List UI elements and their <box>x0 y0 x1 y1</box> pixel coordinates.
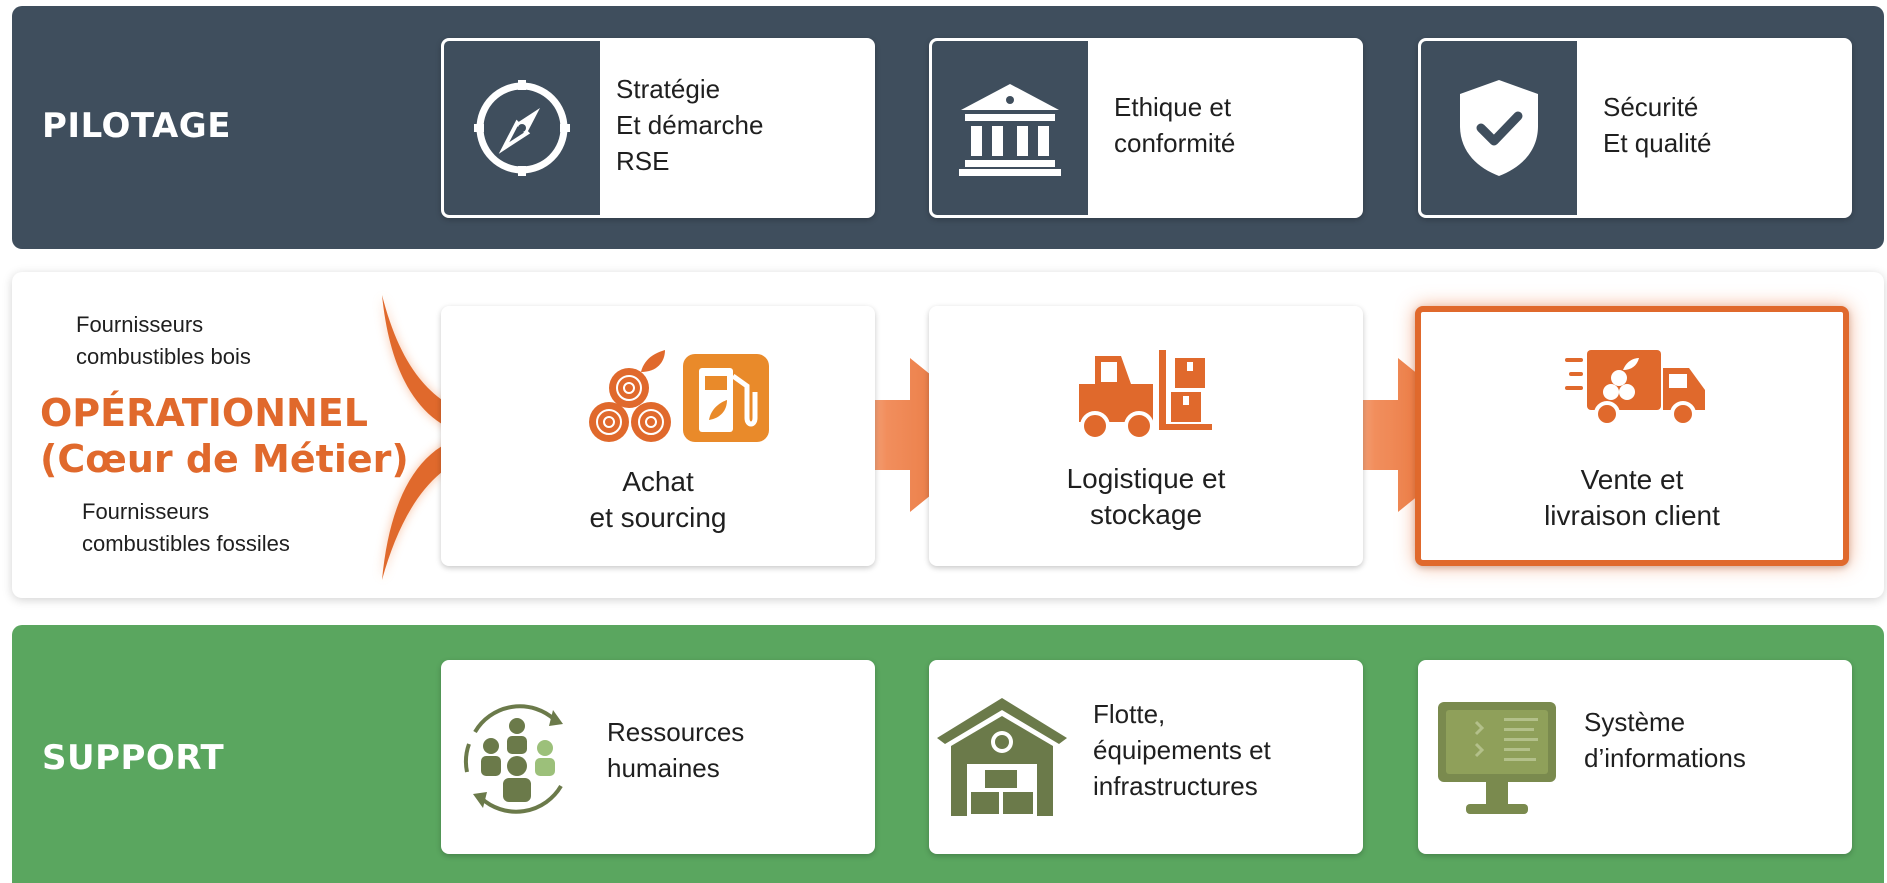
operational-title: OPÉRATIONNEL (Cœur de Métier) <box>40 391 409 481</box>
institution-icon <box>959 84 1061 176</box>
people-cycle-icon <box>463 704 563 814</box>
card-label: Logistique et stockage <box>1066 463 1226 530</box>
card-achat-sourcing[interactable]: Achat et sourcing <box>441 306 875 566</box>
card-logistique-stockage[interactable]: Logistique et stockage <box>929 306 1363 566</box>
card-label: Flotte, équipements et infrastructures <box>1093 699 1271 801</box>
card-label: Ethique et conformité <box>1114 92 1236 158</box>
wood-logs-fuel-pump-icon <box>589 350 769 442</box>
pilotage-title: PILOTAGE <box>42 106 231 146</box>
icon-panel <box>444 41 600 215</box>
card-ressources-humaines[interactable]: Ressources humaines <box>441 660 875 854</box>
card-strategie-rse[interactable]: Stratégie Et démarche RSE <box>441 38 875 218</box>
card-label: Système d’informations <box>1584 707 1746 773</box>
card-label: Sécurité Et qualité <box>1603 92 1712 158</box>
card-label: Ressources humaines <box>607 717 745 783</box>
supplier-wood-label: Fournisseurs combustibles bois <box>76 312 251 369</box>
delivery-truck-icon <box>1565 350 1705 427</box>
forklift-icon <box>1079 350 1212 441</box>
card-securite-qualite[interactable]: Sécurité Et qualité <box>1418 38 1852 218</box>
compass-icon <box>474 80 570 176</box>
card-label: Achat et sourcing <box>589 466 727 533</box>
card-flotte-equipements[interactable]: Flotte, équipements et infrastructures <box>929 660 1363 854</box>
support-title: SUPPORT <box>42 738 225 778</box>
card-ethique-conformite[interactable]: Ethique et conformité <box>929 38 1363 218</box>
card-vente-livraison[interactable]: Vente et livraison client <box>1415 306 1849 566</box>
card-label: Stratégie Et démarche RSE <box>616 74 764 176</box>
supplier-fossil-label: Fournisseurs combustibles fossiles <box>82 499 290 556</box>
card-systeme-informations[interactable]: Système d’informations <box>1418 660 1852 854</box>
icon-panel <box>1421 41 1577 215</box>
shield-check-icon <box>1460 80 1538 176</box>
warehouse-icon <box>937 698 1067 816</box>
computer-monitor-icon <box>1438 702 1556 814</box>
icon-panel <box>932 41 1088 215</box>
card-label: Vente et livraison client <box>1544 464 1720 531</box>
